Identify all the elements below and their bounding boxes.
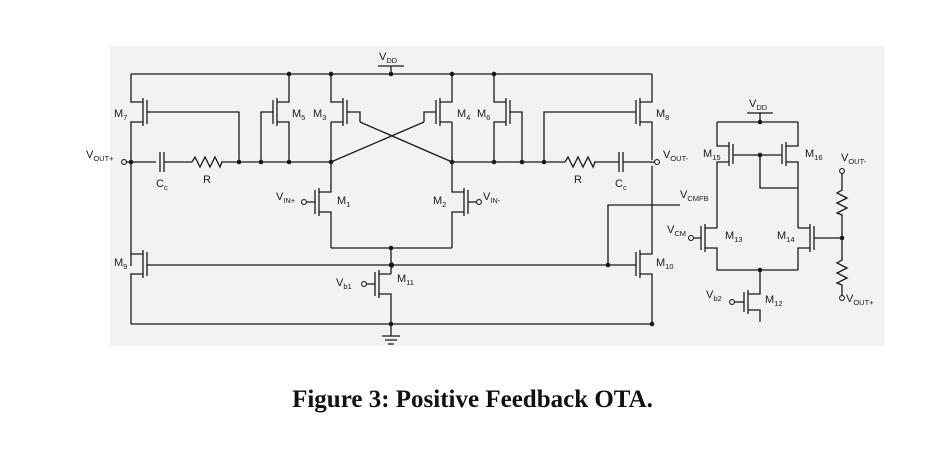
ground-rail (131, 323, 652, 345)
transistor-m8 (543, 74, 653, 162)
transistor-m14 (797, 224, 842, 270)
label-r-right: R (574, 174, 582, 186)
label-m15: M15 (703, 148, 721, 162)
sense-resistors (835, 173, 849, 296)
label-vout-plus-right: VOUT+ (846, 293, 874, 307)
label-vout-minus-right: VOUT- (841, 152, 867, 166)
label-vb1: Vb1 (336, 277, 352, 291)
label-m6: M6 (477, 108, 490, 122)
label-m10: M10 (656, 257, 674, 271)
label-vin-plus: VIN+ (276, 191, 296, 205)
label-m16: M16 (805, 148, 823, 162)
label-vout-minus-mid: VOUT- (663, 149, 689, 163)
schematic-background (110, 46, 885, 346)
transistor-m2 (451, 162, 477, 248)
label-vdd-cmfb: VDD (749, 98, 768, 112)
label-m4: M4 (457, 108, 470, 122)
transistor-m11 (366, 270, 392, 324)
label-vcm: VCM (667, 224, 686, 238)
junction-dots (128, 71, 845, 327)
transistor-m13 (693, 224, 798, 271)
label-vb2: Vb2 (706, 289, 722, 303)
transistor-m15 (716, 122, 798, 228)
label-r-left: R (203, 174, 211, 186)
label-m11: M11 (397, 273, 414, 287)
label-m8: M8 (656, 108, 669, 122)
transistor-m12 (734, 270, 761, 322)
transistor-m10 (607, 166, 680, 324)
cmfb-vdd-rail (717, 112, 798, 123)
transistor-m1 (306, 162, 332, 248)
terminals (121, 159, 845, 305)
cross-coupling (330, 121, 453, 163)
label-vout-plus-left: VOUT+ (86, 149, 114, 163)
transistor-m3 (330, 74, 361, 162)
output-node-right (452, 152, 655, 172)
transistor-m5 (260, 74, 290, 162)
label-m13: M13 (725, 230, 743, 244)
label-m9: M9 (114, 257, 127, 271)
label-m1: M1 (337, 195, 350, 209)
label-cc-right: Cc (615, 178, 627, 192)
label-m14: M14 (777, 230, 795, 244)
label-m2: M2 (433, 195, 446, 209)
tail-node (331, 247, 452, 274)
label-m3: M3 (313, 108, 326, 122)
transistor-m7 (130, 74, 240, 266)
label-cc-left: Cc (156, 178, 168, 192)
label-vcmfb: VCMFB (680, 189, 709, 203)
transistor-m4 (423, 74, 453, 162)
label-vin-minus: VIN- (483, 191, 501, 205)
label-m12: M12 (765, 294, 783, 308)
figure-caption: Figure 3: Positive Feedback OTA. (292, 386, 653, 413)
label-m5: M5 (292, 108, 305, 122)
transistor-m6 (493, 74, 523, 162)
output-node-left (126, 152, 331, 172)
label-vdd-main: VDD (379, 51, 398, 65)
transistor-m16 (760, 122, 799, 228)
label-m7: M7 (114, 108, 127, 122)
transistor-m9 (130, 250, 608, 324)
